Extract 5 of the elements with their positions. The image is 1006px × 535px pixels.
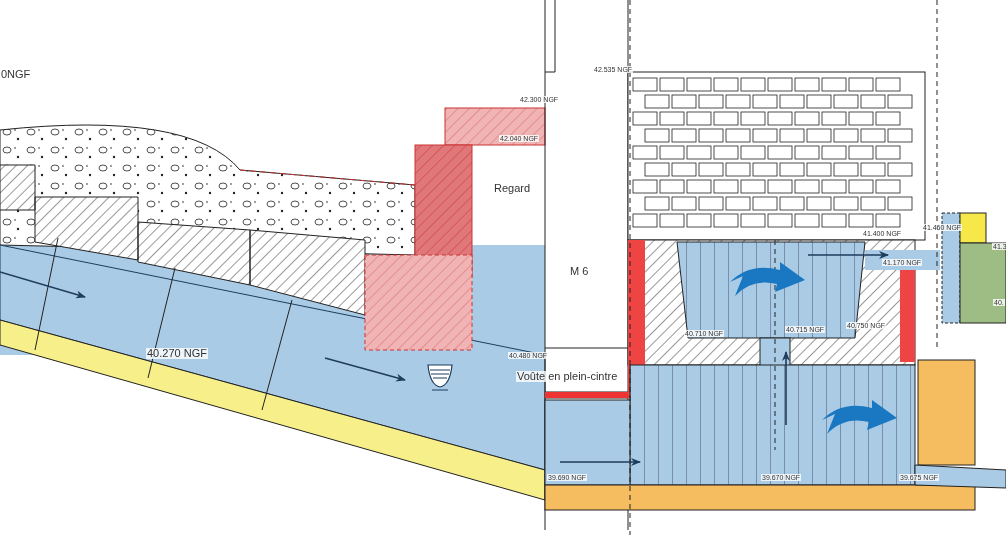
- section-label: 40.270 NGF: [146, 348, 208, 359]
- section-label: Regard: [493, 183, 532, 194]
- section-label: Voûte en plein-cintre: [516, 371, 619, 382]
- section-label: 0NGF: [0, 69, 32, 80]
- section-label: M 6: [569, 266, 590, 277]
